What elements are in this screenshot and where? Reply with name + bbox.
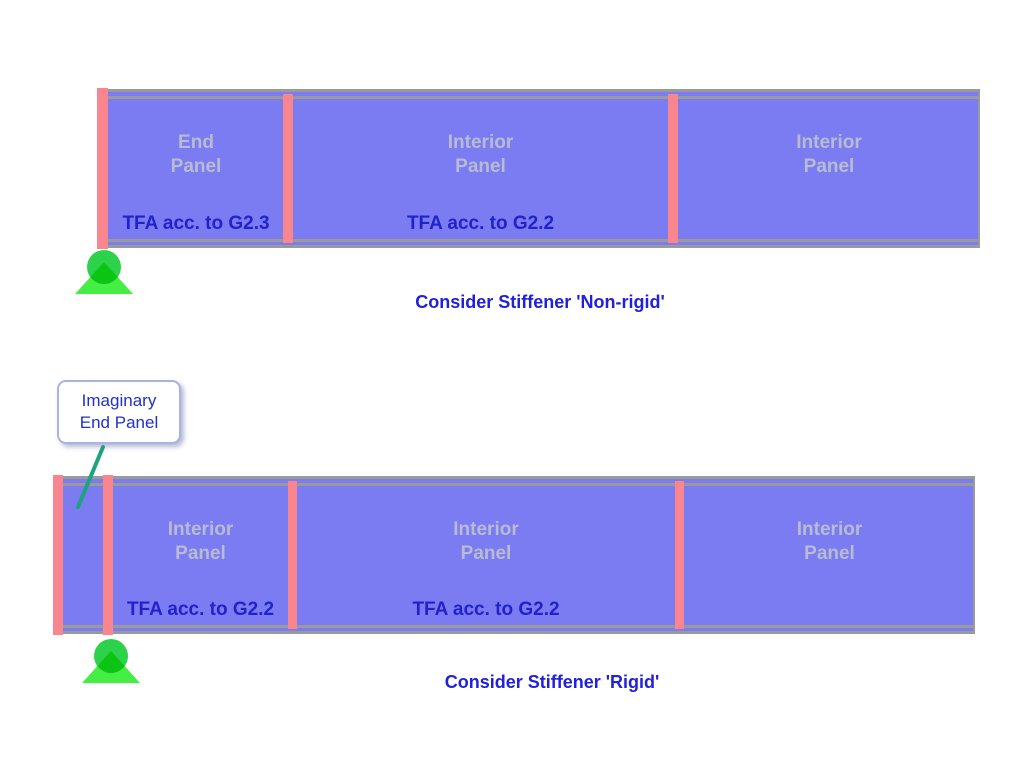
callout-line2: End Panel [79,413,159,432]
bottom-flange-inner-line [53,625,975,628]
panel-label: Interior Panel [678,131,980,179]
tfa-note: TFA acc. to G2.2 [412,599,560,620]
bottom-flange-inner-line [97,239,980,242]
support-triangle [82,651,140,683]
bottom-flange-outer-line [97,245,980,248]
figure1-caption: Consider Stiffener 'Non-rigid' [415,292,665,312]
panel-label-line1: Interior [796,132,862,153]
intermediate-stiffener [288,481,297,629]
interior-panel: Interior Panel TFA acc. to G2.2 [297,476,675,634]
top-flange-outer-line [97,89,980,92]
intermediate-stiffener [668,94,678,243]
end-stiffener [97,88,108,249]
top-flange-inner-line [97,96,980,99]
panel-label-line2: Panel [460,543,512,564]
panel-label: Interior Panel [293,131,668,179]
girder-bottom: Interior Panel TFA acc. to G2.2 Interior… [53,475,975,635]
panel-label-line2: Panel [455,156,506,177]
panel-label-line2: Panel [804,543,855,564]
panel-label-line1: Interior [447,132,514,153]
imaginary-end-panel-region [63,476,103,634]
panel-label-line2: Panel [170,156,222,177]
panel-label-line1: End [178,132,214,153]
interior-panel: Interior Panel [684,476,975,634]
beam-end-edge [978,89,980,248]
top-flange-outer-line [53,476,975,479]
panel-label-line1: Interior [453,519,519,540]
panel-label-line2: Panel [175,543,226,564]
panel-label-line2: Panel [803,156,855,177]
interior-panel: Interior Panel [678,89,980,248]
tfa-note: TFA acc. to G2.2 [406,213,555,234]
panel-label: Interior Panel [113,518,288,566]
tfa-note: TFA acc. to G2.3 [122,213,270,234]
panel-label-line1: Interior [167,519,234,540]
end-panel: End Panel TFA acc. to G2.3 [109,89,283,248]
support-triangle [75,262,133,294]
interior-panel: Interior Panel TFA acc. to G2.2 [293,89,668,248]
end-stiffener [53,475,63,635]
figure2-caption: Consider Stiffener 'Rigid' [444,672,660,692]
beam-end-edge [973,476,975,634]
bottom-flange-outer-line [53,631,975,634]
girder-top: End Panel TFA acc. to G2.3 Interior Pane… [97,88,980,249]
tfa-note: TFA acc. to G2.2 [126,599,275,620]
intermediate-stiffener [675,481,684,629]
rigid-end-stiffener [103,475,113,635]
top-flange-inner-line [53,483,975,486]
intermediate-stiffener [283,94,293,243]
panel-label: Interior Panel [297,518,675,566]
panel-label: End Panel [109,131,283,179]
callout-line1: Imaginary [81,391,157,410]
interior-panel: Interior Panel TFA acc. to G2.2 [113,476,288,634]
panel-label: Interior Panel [684,518,975,566]
panel-label-line1: Interior [796,519,863,540]
imaginary-end-panel-callout: Imaginary End Panel [57,380,181,444]
